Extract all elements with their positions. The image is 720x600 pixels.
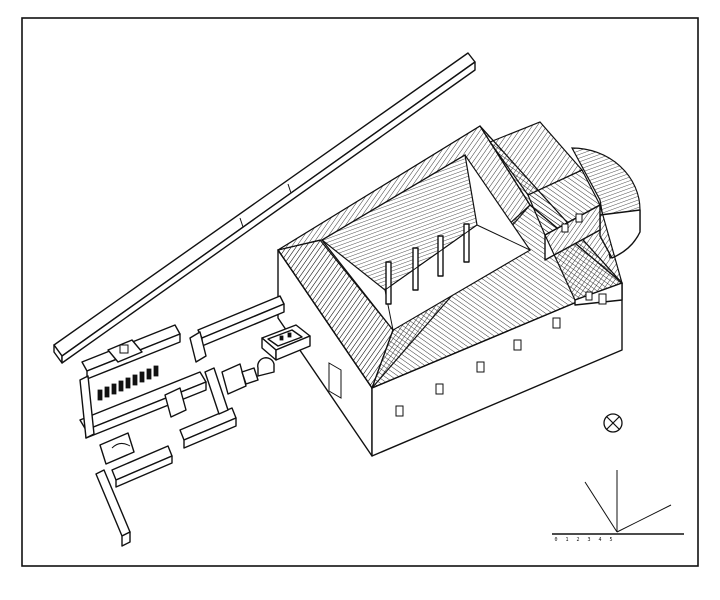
- axis-reference: [584, 470, 672, 533]
- west-annex: [79, 324, 237, 547]
- east-wing: [489, 121, 641, 306]
- scale-tick-label: 5: [609, 537, 612, 543]
- drawing-frame: [21, 17, 699, 567]
- hypocaust-pillars: [97, 365, 159, 401]
- scale-tick-label: 3: [587, 537, 590, 543]
- scale-bar: 0 1 2 3 4 5: [552, 533, 684, 543]
- scale-tick-label: 2: [576, 537, 579, 543]
- courtyard: [320, 154, 532, 331]
- connecting-walls: [189, 295, 285, 395]
- north-arrow-symbol: [603, 413, 623, 433]
- courtyard-colonnade: [384, 223, 478, 305]
- long-boundary-wall: [53, 52, 476, 364]
- scale-tick-label: 4: [598, 537, 601, 543]
- scale-tick-label: 1: [565, 537, 568, 543]
- small-pavilion: [257, 324, 311, 377]
- scale-tick-label: 0: [554, 537, 557, 543]
- main-building-windows: [328, 293, 607, 417]
